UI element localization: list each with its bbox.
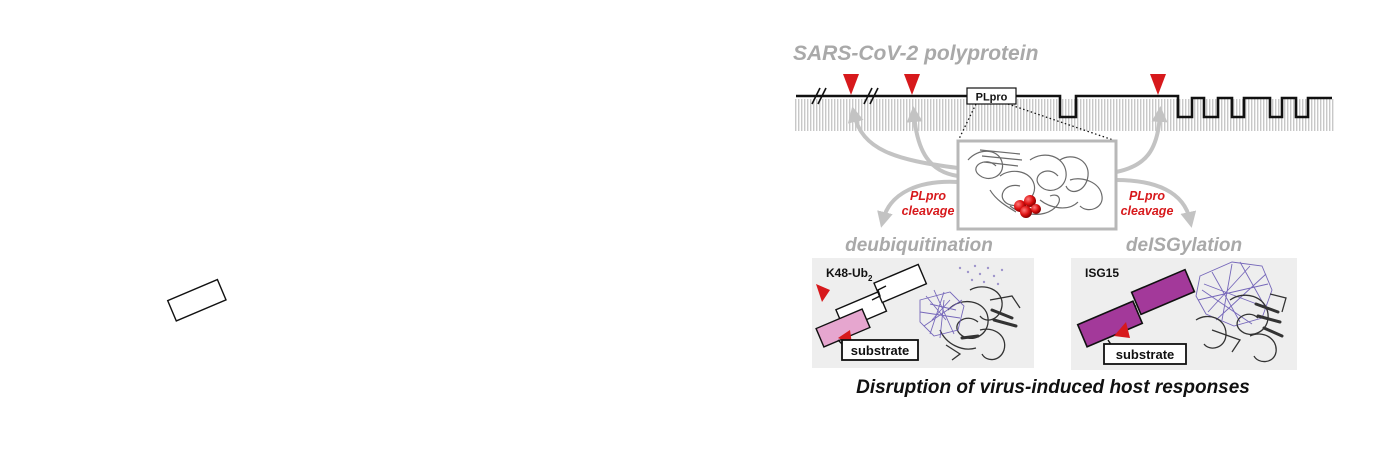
isg15-plpro-complex-structure [1195,261,1287,363]
pathway-arrows [847,106,1197,228]
isg15-label: ISG15 [1085,266,1119,280]
k48-ub-subscript: 2 [868,274,873,283]
isg15-n-domain [1076,300,1144,348]
ubiquitin-linker [871,285,887,301]
arrow-to-deubiquitination [877,179,959,228]
arrow-to-site-3 [1115,106,1168,174]
catalytic-site-spheres [1014,195,1041,218]
ubiquitin-top-box [873,263,928,304]
arrow-to-site-2 [906,106,959,178]
right-substrate-box [1103,343,1187,365]
deisgylation-heading: deISGylation [1126,235,1242,256]
break-mark-right [863,87,879,105]
polyprotein-line [796,94,1332,119]
isg15-c-domain [1130,268,1196,316]
cleavage-label-left-line2: cleavage [902,204,955,218]
figure-caption: Disruption of virus-induced host respons… [856,377,1250,398]
isg15-cleavage-marker [1114,322,1130,338]
cleavage-label-right-line2: cleavage [1121,204,1174,218]
right-substrate-label: substrate [1116,347,1175,362]
k48-ub2-label: K48-Ub2 [826,266,873,283]
arrow-to-site-1 [847,106,959,170]
plpro-domain-box [966,87,1017,105]
cleavage-label-right-line1: PLpro [1129,189,1165,203]
left-substrate-box [841,339,919,361]
zoom-lines [957,103,1117,142]
deubiquitination-heading: deubiquitination [845,235,993,256]
ubiquitin-distal [166,278,227,322]
plpro-domain-label: PLpro [976,92,1008,104]
left-substrate-label: substrate [851,343,910,358]
cleavage-site-marker [904,74,920,95]
cleavage-site-marker [843,74,859,95]
k48-ub-name: K48-Ub [826,266,868,280]
membrane-band [795,99,1335,131]
cleavage-site-marker [1150,74,1166,95]
k48-cleavage-marker [816,284,830,302]
polyprotein-title: SARS-CoV-2 polyprotein [793,42,1038,65]
break-mark-left [811,87,827,105]
plpro-structure-frame [956,139,1118,231]
ub2-plpro-complex-structure [919,264,1021,361]
arrow-to-deisgylation [1115,178,1197,228]
cleavage-label-left-line1: PLpro [910,189,946,203]
